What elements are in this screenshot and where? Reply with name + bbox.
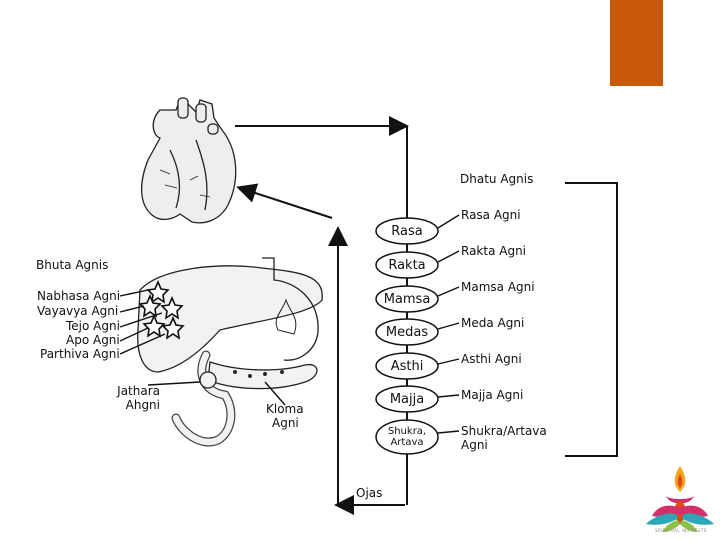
dhatu-agni-label: Majja Agni	[461, 388, 523, 402]
dhatu-agni-label: Asthi Agni	[461, 352, 522, 366]
ojas-label: Ojas	[356, 486, 382, 500]
jathara-label-line2: Ahgni	[108, 398, 160, 412]
dhatu-bracket	[565, 183, 617, 456]
lotus-lamp-logo	[642, 462, 718, 538]
dhatu-agni-label: Agni	[461, 438, 488, 452]
dhatu-agni-label: Rakta Agni	[461, 244, 526, 258]
kloma-label-line1: Kloma	[266, 402, 304, 416]
dhatu-artava: Artava	[372, 437, 442, 448]
dhatu-rasa: Rasa	[372, 224, 442, 239]
dhatu-shukra: Shukra,	[372, 426, 442, 437]
dhatu-majja: Majja	[372, 392, 442, 407]
heart-illustration	[142, 98, 236, 223]
dhatu-agni-label: Shukra/Artava	[461, 424, 547, 438]
dhatu-agnis-heading: Dhatu Agnis	[460, 172, 533, 186]
dhatu-mamsa: Mamsa	[372, 292, 442, 307]
bhuta-agnis-heading: Bhuta Agnis	[36, 258, 108, 272]
kloma-label-line2: Agni	[272, 416, 299, 430]
bhuta-agni-label: Tejo Agni	[66, 319, 120, 333]
dhatu-medas: Medas	[372, 325, 442, 340]
bhuta-agni-label: Parthiva Agni	[40, 347, 120, 361]
dhatu-agni-label: Mamsa Agni	[461, 280, 535, 294]
dhatu-rakta: Rakta	[372, 258, 442, 273]
jathara-label-line1: Jathara	[108, 384, 160, 398]
dhatu-agni-label: Rasa Agni	[461, 208, 521, 222]
dhatu-asthi: Asthi	[372, 359, 442, 374]
bhuta-agni-label: Vayavya Agni	[37, 304, 118, 318]
bhuta-agni-label: Nabhasa Agni	[37, 289, 120, 303]
logo-caption: SPIRITUAL INSTITUTE	[646, 528, 716, 533]
bhuta-agni-label: Apo Agni	[66, 333, 120, 347]
dhatu-agni-label: Meda Agni	[461, 316, 524, 330]
